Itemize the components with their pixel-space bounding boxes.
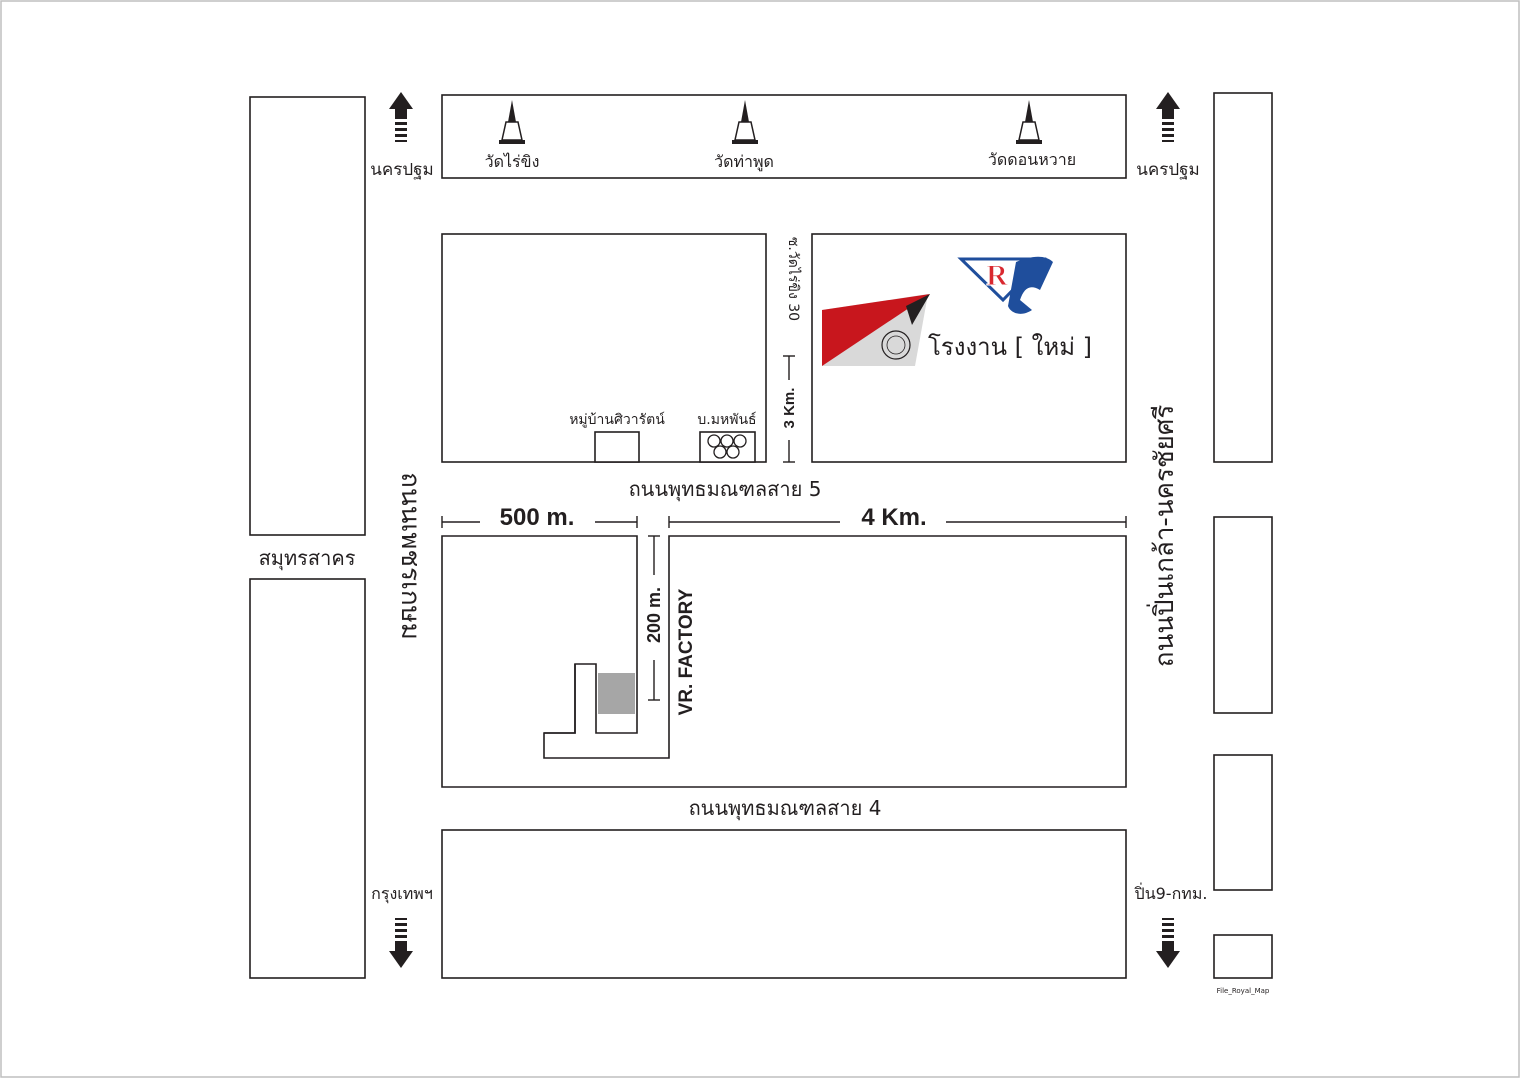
- soi-lane: [544, 664, 576, 734]
- block-south: [441, 829, 1127, 979]
- temple-icon: [1016, 100, 1042, 144]
- vr-factory-label: VR. FACTORY: [676, 588, 697, 715]
- block-temples: [441, 94, 1127, 179]
- direction-bangkok: กรุงเทพฯ: [371, 884, 433, 904]
- direction-samut-sakhon: สมุทรสาคร: [259, 546, 356, 571]
- block-east-2: [1213, 516, 1273, 714]
- arrow-up-icon: [1156, 92, 1180, 142]
- road-phet-kasem: ถนนเพชรเกษม: [395, 472, 425, 640]
- direction-pin9-bkk: ปิ่น9-กทม.: [1134, 882, 1207, 903]
- distance-4km: 4 Km.: [861, 504, 926, 531]
- block-vr-factory: [441, 535, 1127, 788]
- temple-icon: [499, 100, 525, 144]
- village-marker: [594, 431, 640, 463]
- road-soi-wat-rai-khing: ซ.วัดไร่ขิง 30: [785, 237, 802, 321]
- temple-icon: [732, 100, 758, 144]
- direction-nakhon-pathom-right: นครปฐม: [1136, 160, 1200, 180]
- temple-label: วัดดอนหวาย: [988, 150, 1076, 169]
- distance-200m: 200 m.: [644, 587, 664, 643]
- arrow-down-icon: [389, 918, 413, 968]
- arrow-down-icon: [1156, 918, 1180, 968]
- block-east-1: [1213, 92, 1273, 463]
- company-logo-icon: [707, 434, 747, 459]
- logo-letter: R: [986, 259, 1008, 292]
- block-west-upper: [249, 96, 366, 536]
- temple-label: วัดไร่ขิง: [485, 152, 540, 171]
- direction-nakhon-pathom-left: นครปฐม: [370, 160, 434, 180]
- road-phutthamonthon-4: ถนนพุทธมณฑลสาย 4: [689, 796, 882, 821]
- road-pinklao-nakhonchaisi: ถนนปิ่นเกล้า-นครชัยศรี: [1146, 405, 1180, 668]
- temple-label: วัดท่าพูด: [714, 152, 774, 172]
- village-label: หมู่บ้านศิวารัตน์: [569, 411, 665, 428]
- distance-500m: 500 m.: [500, 504, 575, 531]
- company-r-logo-icon: R: [957, 256, 1053, 314]
- distance-3km: 3 Km.: [781, 388, 798, 429]
- block-village: [441, 233, 767, 463]
- file-label: File_Royal_Map: [1217, 987, 1270, 995]
- vr-factory-building: [598, 673, 635, 714]
- new-factory-flag-icon: [822, 294, 930, 366]
- new-factory-label: โรงงาน [ ใหม่ ]: [928, 333, 1092, 361]
- block-new-factory: [811, 233, 1127, 463]
- block-east-4: [1213, 934, 1273, 979]
- block-east-3: [1213, 754, 1273, 891]
- company-label: บ.มหพันธ์: [697, 411, 756, 428]
- block-west-lower: [249, 578, 366, 979]
- road-phutthamonthon-5: ถนนพุทธมณฑลสาย 5: [629, 477, 822, 502]
- arrow-up-icon: [389, 92, 413, 142]
